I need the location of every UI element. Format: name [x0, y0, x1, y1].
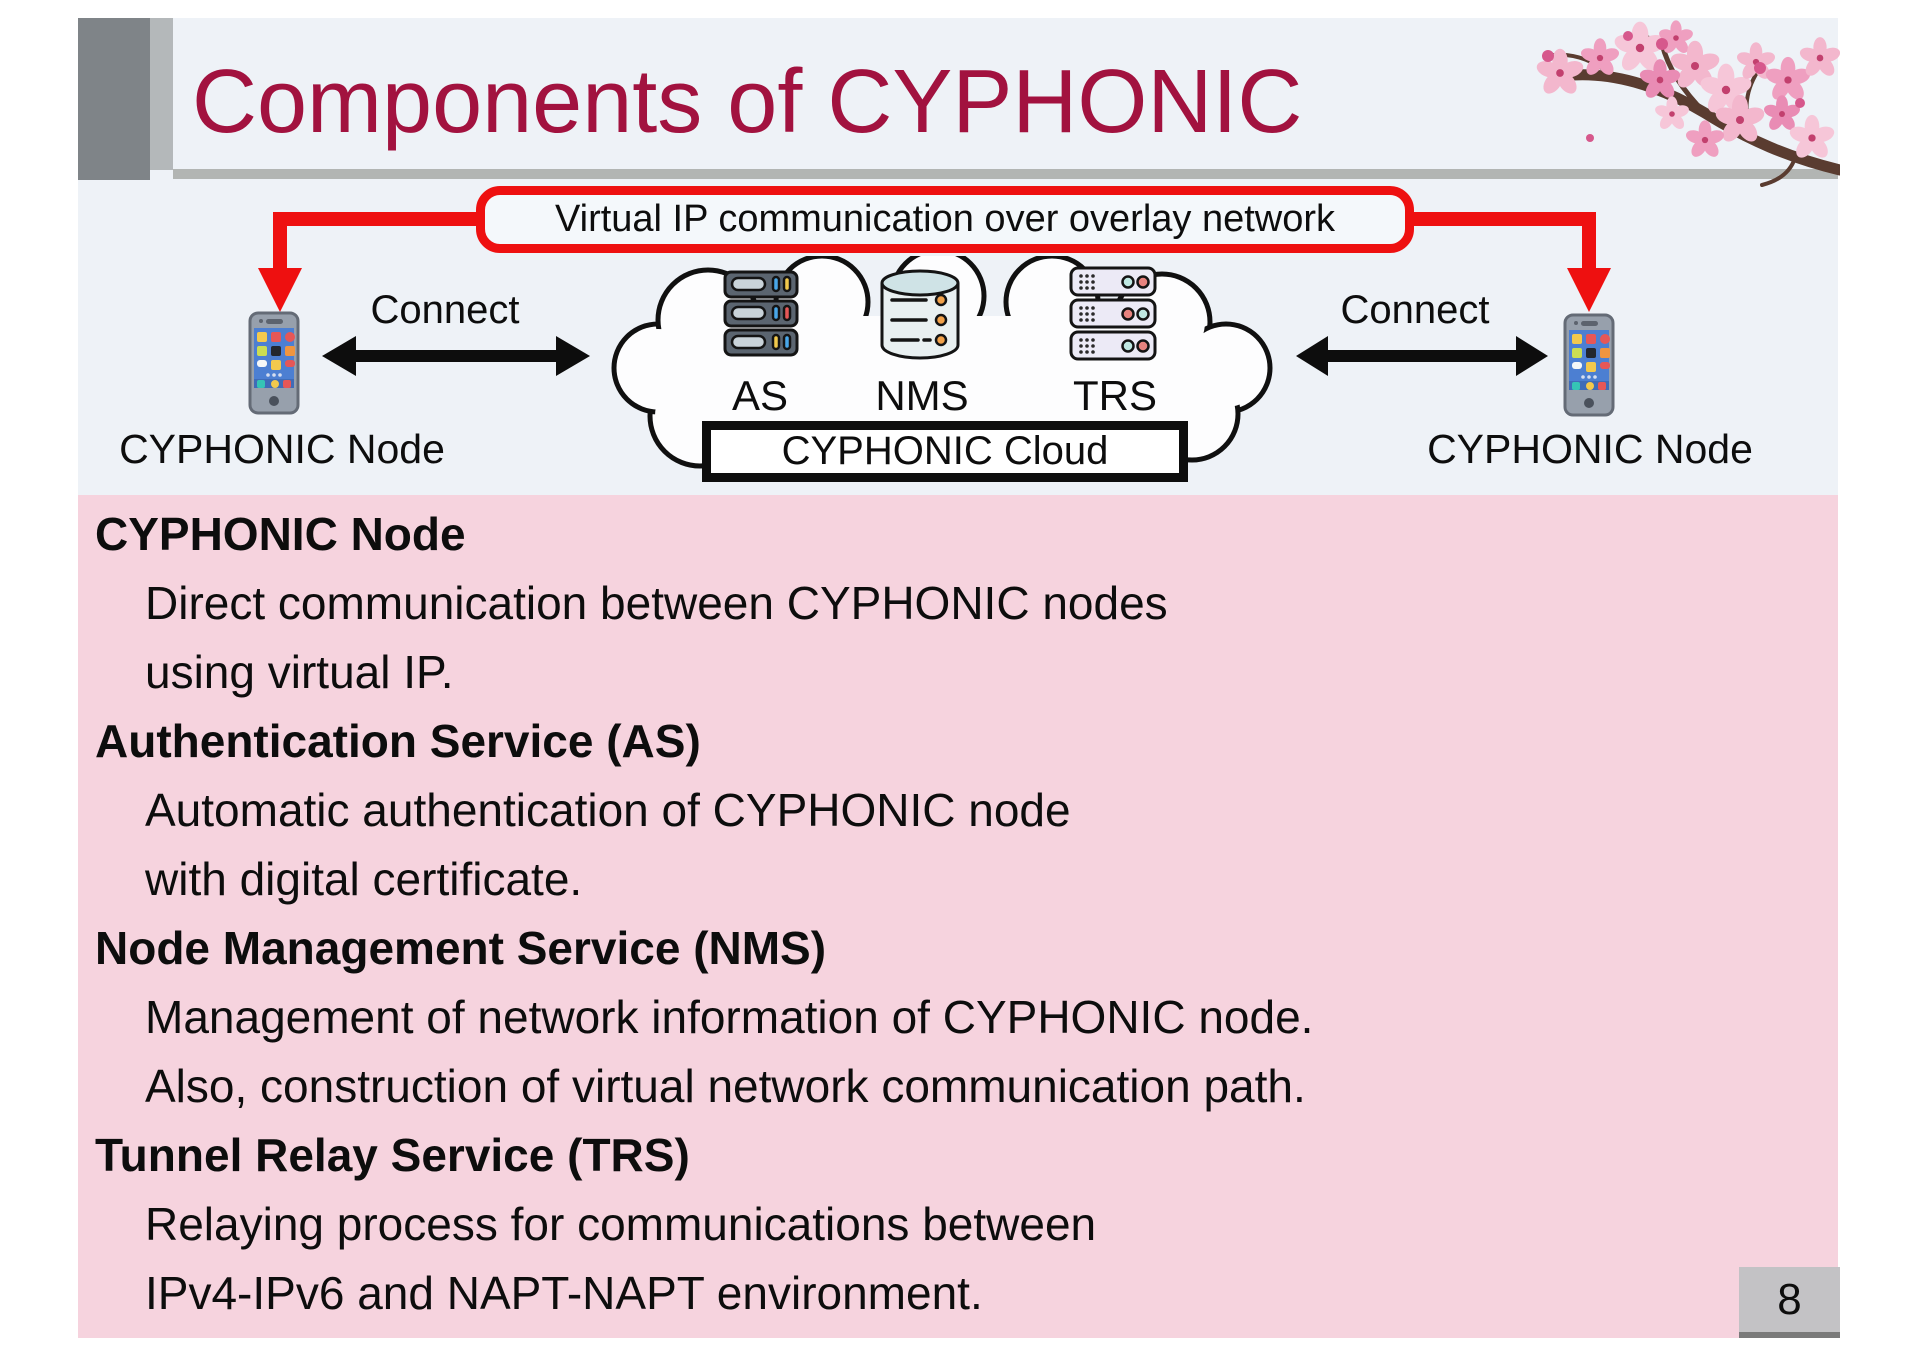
- section-line: Relaying process for communications betw…: [145, 1198, 1097, 1250]
- smartphone-icon-left: [248, 311, 300, 415]
- cyphonic-cloud-box: CYPHONIC Cloud: [702, 421, 1188, 482]
- cyphonic-node-label-right: CYPHONIC Node: [1427, 426, 1753, 472]
- title-underline-bar: [173, 169, 1838, 179]
- body-text: CYPHONIC Node Direct communication betwe…: [95, 500, 1795, 1328]
- as-label: AS: [731, 372, 789, 419]
- page-number-box: 8: [1739, 1267, 1840, 1332]
- cyphonic-cloud-label: CYPHONIC Cloud: [781, 429, 1109, 473]
- as-server-icon: [723, 270, 799, 357]
- trs-label: TRS: [1073, 372, 1157, 419]
- connect-label-right: Connect: [1340, 288, 1490, 332]
- section-line: Also, construction of virtual network co…: [145, 1060, 1306, 1112]
- page-number: 8: [1777, 1274, 1802, 1324]
- page-number-underline: [1739, 1332, 1840, 1338]
- connect-arrow-right-icon: [1296, 336, 1548, 376]
- red-connector-left-icon: [258, 212, 480, 312]
- smartphone-icon-right: [1563, 313, 1615, 417]
- section-line: Management of network information of CYP…: [145, 991, 1314, 1043]
- section-line: Direct communication between CYPHONIC no…: [145, 577, 1168, 629]
- section-heading: Tunnel Relay Service (TRS): [95, 1129, 690, 1181]
- cherry-blossom-image: [1534, 20, 1840, 187]
- section-line: with digital certificate.: [145, 853, 583, 905]
- title-accent-strip: [150, 18, 173, 170]
- connect-arrow-left-icon: [322, 336, 590, 376]
- section-heading: Authentication Service (AS): [95, 715, 701, 767]
- section-line: Automatic authentication of CYPHONIC nod…: [145, 784, 1071, 836]
- trs-server-icon: [1069, 266, 1157, 361]
- section-line: IPv4-IPv6 and NAPT-NAPT environment.: [145, 1267, 983, 1319]
- nms-label: NMS: [875, 372, 969, 419]
- cyphonic-node-label-left: CYPHONIC Node: [119, 426, 445, 472]
- section-heading: Node Management Service (NMS): [95, 922, 827, 974]
- title-accent-block: [78, 18, 150, 180]
- nms-database-icon: [880, 269, 960, 360]
- banner-text: Virtual IP communication over overlay ne…: [554, 198, 1336, 240]
- section-line: using virtual IP.: [145, 646, 454, 698]
- connect-label-left: Connect: [370, 288, 520, 332]
- page-title: Components of CYPHONIC: [192, 52, 1303, 152]
- body-panel: [78, 495, 1838, 1338]
- red-connector-right-icon: [1413, 212, 1611, 312]
- overlay-network-banner: Virtual IP communication over overlay ne…: [476, 186, 1414, 253]
- section-heading: CYPHONIC Node: [95, 508, 466, 560]
